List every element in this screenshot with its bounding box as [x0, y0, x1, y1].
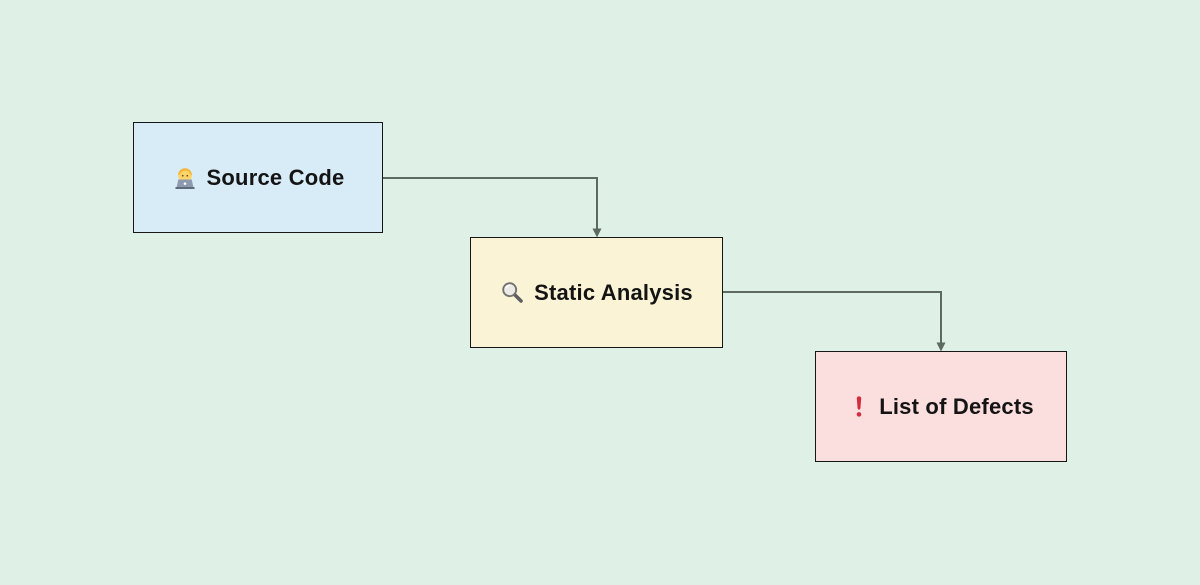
technologist-icon — [172, 165, 198, 191]
exclamation-icon — [848, 394, 870, 419]
node-static-analysis: Static Analysis — [470, 237, 723, 348]
magnifier-icon — [500, 280, 525, 305]
node-list-of-defects: List of Defects — [815, 351, 1067, 462]
node-label: List of Defects — [879, 393, 1034, 419]
node-label: Source Code — [206, 164, 345, 190]
connector-edge — [383, 177, 602, 238]
connector-edge — [723, 291, 946, 352]
node-source-code: Source Code — [133, 122, 383, 233]
node-label: Static Analysis — [534, 279, 693, 305]
